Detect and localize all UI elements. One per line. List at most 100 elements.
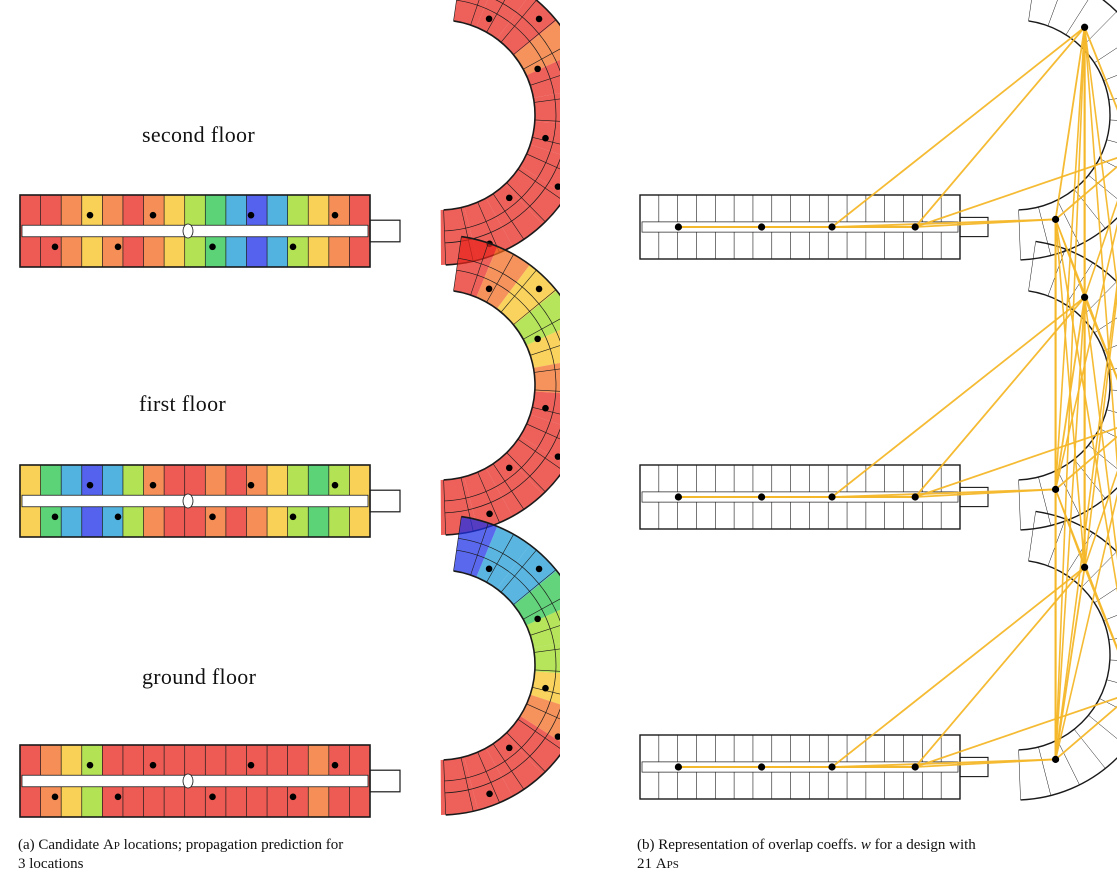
- ap-dot: [209, 513, 216, 521]
- plan-curve-wall: [526, 703, 560, 720]
- heat-sector: [464, 468, 513, 531]
- plan-curve-wall: [470, 0, 480, 26]
- plan-connector: [959, 486, 989, 508]
- overlap-edge: [914, 156, 1117, 228]
- plan-curve-wall: [526, 423, 560, 440]
- plan-curve-wall: [523, 318, 560, 340]
- plan-curve-wall: [1038, 746, 1052, 796]
- plan-curve-wall: [530, 75, 560, 86]
- overlap-edge: [1083, 296, 1117, 381]
- plan-curve-wall: [517, 718, 560, 749]
- plan-curve-wall: [1081, 11, 1117, 48]
- plan-curve-wall: [1094, 587, 1117, 603]
- ap-dot: [289, 513, 297, 521]
- plan-curve-wall: [1057, 469, 1080, 515]
- ap-dot: [86, 481, 94, 489]
- plan-curve-wall: [530, 625, 560, 636]
- plan-curve-wall: [523, 48, 560, 70]
- ap-dot: [554, 183, 560, 190]
- heat-sector: [533, 92, 560, 124]
- plan-column: [182, 493, 194, 509]
- ap-dot: [331, 481, 339, 489]
- heat-sector: [533, 642, 560, 674]
- ap-dot: [485, 285, 493, 293]
- plan-curve-wall: [534, 98, 560, 103]
- plan-curve-inner: [443, 20, 536, 211]
- heat-sector: [496, 544, 557, 606]
- plan-curve-wall: [1073, 729, 1106, 769]
- plan-curve-wall: [517, 168, 560, 199]
- ap-node: [828, 223, 836, 231]
- plan-curve-wall: [1047, 518, 1066, 566]
- plan-connector: [959, 756, 989, 778]
- overlap-edge: [914, 26, 1086, 228]
- plan-curve-wall: [486, 0, 506, 33]
- plan-curve-wall: [492, 463, 525, 510]
- plan-corridor: [21, 494, 369, 508]
- overlap-edge: [1083, 566, 1117, 651]
- plan-curve-wall: [453, 0, 457, 22]
- caption-b-rest: for a design with: [870, 837, 976, 853]
- ap-node: [911, 763, 919, 771]
- floor-label-ground: ground floor: [142, 664, 257, 689]
- plan-curve-wall: [526, 153, 560, 170]
- overlap-edge: [915, 758, 1056, 768]
- caption-b-w: w: [860, 837, 871, 853]
- ap-dot: [505, 744, 513, 752]
- plan-curve-wall: [1065, 0, 1089, 35]
- plan-curve-wall: [492, 193, 525, 240]
- ap-dot: [247, 761, 255, 769]
- overlap-edges: [678, 26, 1117, 768]
- plan-curve-wall: [443, 759, 447, 815]
- ap-dot: [505, 464, 513, 472]
- plan-curve-corridor: [444, 537, 560, 794]
- ap-dot: [114, 243, 122, 251]
- heat-sector: [486, 734, 543, 797]
- plan-curve-wall: [534, 669, 560, 672]
- floor-label-second: second floor: [142, 122, 255, 147]
- caption-b: (b) Representation of overlap coeffs. w …: [637, 836, 1117, 874]
- floor-plan-a-0: [19, 0, 560, 268]
- ap-dot: [331, 761, 339, 769]
- ap-dot: [149, 211, 157, 219]
- floor-label-first: first floor: [139, 391, 227, 416]
- plan-curve-wall: [460, 757, 474, 812]
- plan-corridor: [21, 774, 369, 788]
- plan-connector: [369, 219, 401, 243]
- plan-curve-corridor: [444, 0, 560, 244]
- plan-curve-wall: [486, 534, 514, 583]
- heat-sector: [533, 362, 560, 394]
- plan-curve-wall: [1018, 749, 1021, 800]
- plan-curve-wall: [513, 569, 557, 605]
- ap-node: [1051, 215, 1060, 223]
- plan-curve-wall: [1094, 317, 1117, 333]
- ap-dot: [331, 211, 339, 219]
- plan-curve-wall: [1109, 659, 1117, 661]
- ap-dot: [534, 615, 541, 623]
- heat-sector: [440, 756, 479, 815]
- ap-dot: [114, 513, 122, 521]
- plan-curve-wall: [500, 0, 537, 43]
- ap-dot: [485, 565, 493, 573]
- caption-a-rest: locations; propagation prediction for: [119, 837, 344, 853]
- plan-curve-wall: [1038, 476, 1052, 526]
- floor-plan-b-1: [639, 240, 1117, 531]
- floor-plan-a-2: [19, 515, 560, 818]
- caption-b-prefix: (b) Representation of overlap coeffs.: [637, 837, 861, 853]
- floor-plan-a-1: [19, 235, 560, 538]
- plan-curve-wall: [534, 119, 560, 122]
- plan-curve-wall: [1073, 189, 1106, 229]
- overlap-edge: [1054, 489, 1117, 650]
- plan-curve-wall: [1106, 139, 1117, 143]
- heat-sector: [453, 0, 488, 28]
- plan-curve-inner: [443, 570, 536, 761]
- heat-sector: [453, 236, 498, 298]
- plan-curve-wall: [443, 209, 447, 265]
- ap-dot: [51, 513, 59, 521]
- plan-column: [182, 773, 194, 789]
- overlap-edge: [1054, 705, 1117, 761]
- plan-curve-wall: [523, 598, 560, 620]
- panel-a-floorplans: [19, 0, 560, 818]
- plan-curve-wall: [1106, 679, 1117, 683]
- plan-curve-wall: [1038, 206, 1052, 256]
